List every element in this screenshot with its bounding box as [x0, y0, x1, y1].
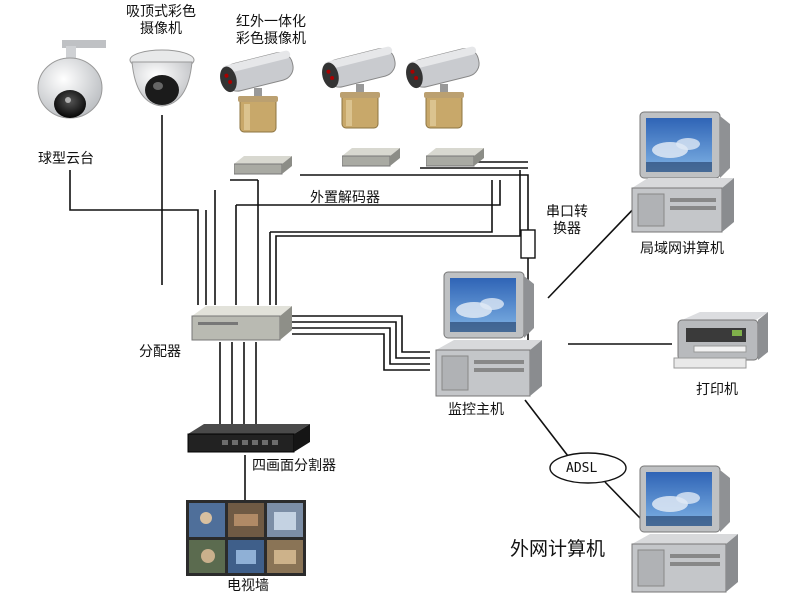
decoder-box-icon: [426, 148, 484, 167]
printer-label: 打印机: [696, 382, 738, 398]
wire-ir-2: [230, 179, 259, 305]
adsl-ellipse: [549, 452, 627, 484]
ir-camera-label: 红外一体化 彩色摄像机: [236, 14, 306, 47]
decoder-box-icon: [234, 156, 292, 175]
monitor-host-label: 监控主机: [448, 402, 504, 418]
tv-wall-label: 电视墙: [227, 578, 269, 594]
serial-converter-label: 串口转 换器: [546, 204, 588, 237]
wire-ir-3: [235, 180, 501, 305]
ir-camera-icon: [406, 46, 480, 129]
decoder-label: 外置解码器: [310, 190, 380, 206]
dome-camera-label: 球型云台: [38, 151, 94, 167]
ceiling-camera-icon: [129, 49, 195, 107]
remote-computer-label: 外网计算机: [510, 538, 606, 560]
wire-dist-host-2: [292, 321, 430, 359]
ceiling-camera-label: 吸顶式彩色 摄像机: [126, 4, 196, 37]
wire-dist-splitter: [219, 342, 257, 425]
wire-host-adsl: [524, 399, 569, 457]
wire-host-lan: [547, 201, 641, 299]
computer-icon: [435, 271, 542, 397]
wire-ir-4: [269, 180, 493, 305]
splitter-box-icon: [187, 424, 310, 453]
wire-adsl-remote: [604, 481, 641, 519]
wire-ir-5: [275, 170, 521, 305]
adsl-label: ADSL: [566, 461, 598, 476]
tv-wall-icon: [186, 500, 306, 576]
distributor-label: 分配器: [139, 344, 181, 360]
quad-splitter-label: 四画面分割器: [252, 458, 336, 474]
wire-dist-host-1: [292, 315, 430, 353]
wire-dist-host-4: [292, 333, 430, 371]
serial-converter-box: [520, 229, 536, 259]
wire-dome: [69, 170, 199, 305]
ir-camera-icon: [220, 50, 294, 133]
ir-camera-icon: [322, 46, 396, 129]
printer-icon: [673, 312, 768, 369]
decoder-box-icon: [342, 148, 400, 167]
wire-dist-host-3: [292, 327, 430, 365]
wire-decoder-bus: [300, 161, 529, 230]
wire-ceiling: [161, 115, 207, 305]
lan-computer-label: 局域网讲算机: [640, 241, 724, 257]
distributor-box-icon: [191, 306, 292, 341]
computer-icon: [631, 111, 734, 233]
dome-camera-icon: [37, 40, 106, 119]
computer-icon: [631, 465, 738, 593]
